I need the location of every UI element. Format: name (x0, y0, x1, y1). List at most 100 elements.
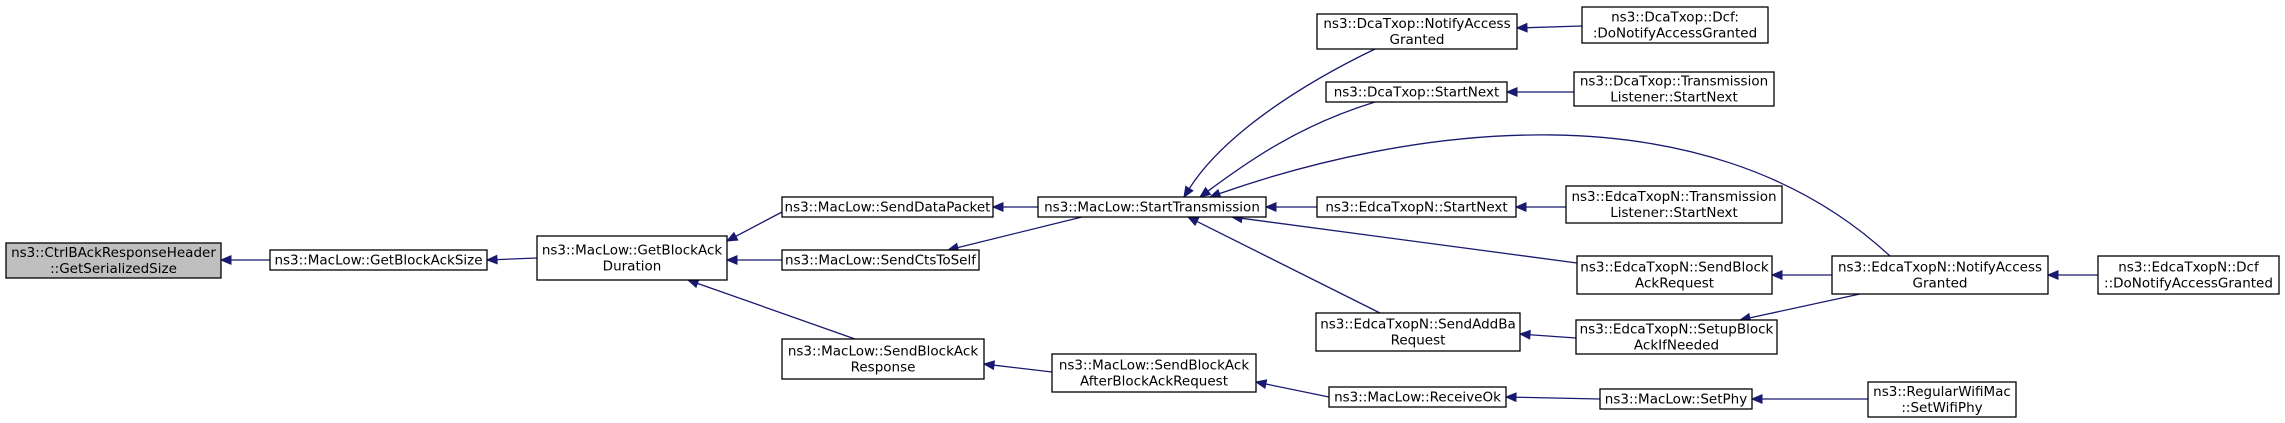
node-label: ns3::EdcaTxopN::SendAddBa (1320, 317, 1516, 333)
arrowhead-icon (1505, 87, 1518, 97)
graph-node-n4[interactable]: ns3::MacLow::SendCtsToSelf (781, 249, 980, 271)
edge-n19-to-n16 (1770, 270, 1832, 280)
graph-node-n12[interactable]: ns3::MacLow::ReceiveOk (1328, 386, 1507, 408)
edge-n6-to-n4 (946, 216, 1083, 253)
node-box (1316, 13, 1518, 50)
graph-node-n18[interactable]: ns3::MacLow::SetPhy (1599, 388, 1753, 410)
graph-node-n21[interactable]: ns3::EdcaTxopN::Dcf::DoNotifyAccessGrant… (2097, 255, 2280, 295)
node-box (1315, 312, 1521, 352)
edge-line (496, 257, 538, 261)
node-label: ns3::EdcaTxopN::SendBlock (1580, 260, 1769, 276)
node-label: Response (851, 360, 916, 376)
edge-n3-to-n2 (725, 211, 783, 242)
edge-line (735, 211, 783, 237)
arrowhead-icon (1750, 394, 1763, 404)
node-label: AfterBlockAckRequest (1080, 374, 1228, 390)
edge-n17-to-n11 (1518, 329, 1577, 340)
graph-node-n7[interactable]: ns3::MacLow::SendBlockAckAfterBlockAckRe… (1051, 353, 1257, 393)
node-label: ns3::EdcaTxopN::Transmission (1571, 189, 1776, 205)
edge-line (1526, 25, 1583, 29)
arrowhead-icon (1186, 216, 1200, 227)
graph-node-n10[interactable]: ns3::EdcaTxopN::StartNext (1316, 196, 1517, 218)
node-label: Granted (1912, 276, 1967, 292)
arrowhead-icon (1770, 270, 1783, 280)
node-label: ns3::RegularWifiMac (1873, 384, 2011, 400)
node-box (1576, 255, 1773, 295)
arrowhead-icon (219, 255, 232, 265)
graph-node-n6[interactable]: ns3::MacLow::StartTransmission (1037, 196, 1267, 218)
node-label: ns3::MacLow::SendDataPacket (785, 200, 991, 216)
graph-node-n20[interactable]: ns3::RegularWifiMac::SetWifiPhy (1867, 381, 2017, 418)
graph-node-n8[interactable]: ns3::DcaTxop::NotifyAccessGranted (1316, 13, 1518, 50)
node-label: ns3::MacLow::GetBlockAckSize (274, 253, 482, 269)
node-label: ns3::MacLow::GetBlockAck (542, 243, 723, 259)
node-label: ns3::DcaTxop::Transmission (1580, 74, 1768, 90)
edge-line (1749, 293, 1861, 319)
node-label: ::DoNotifyAccessGranted (2104, 276, 2273, 292)
edge-n21-to-n19 (2046, 270, 2098, 280)
edge-n5-to-n2 (686, 278, 856, 340)
arrowhead-icon (1183, 185, 1194, 199)
node-box (1867, 381, 2017, 418)
edge-n18-to-n12 (1504, 392, 1601, 403)
arrowhead-icon (1254, 379, 1268, 389)
edge-n19-to-n17 (1738, 293, 1861, 323)
edge-n4-to-n2 (725, 255, 782, 265)
node-label: ::GetSerializedSize (50, 261, 177, 277)
edge-line (1196, 220, 1381, 314)
node-box (1328, 386, 1507, 408)
edge-line (1241, 217, 1578, 264)
edge-n12-to-n7 (1254, 379, 1330, 398)
node-box (5, 242, 222, 279)
node-box (1565, 185, 1783, 224)
graph-node-n19[interactable]: ns3::EdcaTxopN::NotifyAccessGranted (1831, 255, 2049, 295)
node-label: :DoNotifyAccessGranted (1593, 26, 1757, 42)
edge-n2-to-n1 (485, 254, 538, 265)
node-label: ns3::MacLow::StartTransmission (1044, 200, 1260, 216)
arrowhead-icon (725, 255, 738, 265)
graph-node-n0[interactable]: ns3::CtrlBAckResponseHeader::GetSerializ… (5, 242, 222, 279)
node-box (2097, 255, 2280, 295)
edge-n10-to-n6 (1264, 202, 1317, 212)
node-label: ns3::MacLow::SetPhy (1605, 392, 1747, 408)
node-label: AckRequest (1635, 276, 1714, 292)
edge-line (1188, 48, 1376, 189)
arrowhead-icon (1264, 202, 1277, 212)
node-label: ns3::CtrlBAckResponseHeader (11, 245, 216, 261)
edge-n16-to-n6 (1230, 213, 1578, 264)
graph-node-n9[interactable]: ns3::DcaTxop::StartNext (1325, 81, 1508, 103)
node-label: ns3::DcaTxop::Dcf: (1611, 10, 1739, 26)
graph-node-n15[interactable]: ns3::EdcaTxopN::TransmissionListener::St… (1565, 185, 1783, 224)
graph-node-n13[interactable]: ns3::DcaTxop::Dcf::DoNotifyAccessGranted (1581, 6, 1769, 44)
node-box (1325, 81, 1508, 103)
edge-n13-to-n8 (1515, 22, 1583, 33)
graph-node-n3[interactable]: ns3::MacLow::SendDataPacket (781, 196, 994, 218)
node-label: ns3::MacLow::SendCtsToSelf (785, 253, 977, 269)
edge-n6-to-n3 (991, 202, 1038, 212)
edge-n20-to-n18 (1750, 394, 1868, 404)
arrowhead-icon (1515, 22, 1528, 33)
node-box (1831, 255, 2049, 295)
call-graph-nodes: ns3::CtrlBAckResponseHeader::GetSerializ… (5, 6, 2280, 418)
node-label: ns3::EdcaTxopN::Dcf (2118, 260, 2260, 276)
arrowhead-icon (1514, 202, 1527, 212)
arrowhead-icon (1518, 329, 1531, 340)
edge-n19-to-n6 (1208, 134, 1891, 257)
arrowhead-icon (485, 254, 498, 265)
node-label: ns3::EdcaTxopN::StartNext (1325, 200, 1507, 216)
graph-node-n14[interactable]: ns3::DcaTxop::TransmissionListener::Star… (1573, 71, 1775, 107)
edge-n15-to-n10 (1514, 202, 1566, 212)
node-label: Granted (1389, 32, 1444, 48)
node-label: ::SetWifiPhy (1901, 400, 1982, 416)
node-label: Listener::StartNext (1610, 90, 1738, 106)
graph-node-n1[interactable]: ns3::MacLow::GetBlockAckSize (269, 249, 488, 271)
node-label: AckIfNeeded (1634, 338, 1719, 354)
node-box (536, 235, 728, 281)
node-label: ns3::MacLow::SendBlockAck (1059, 358, 1249, 374)
